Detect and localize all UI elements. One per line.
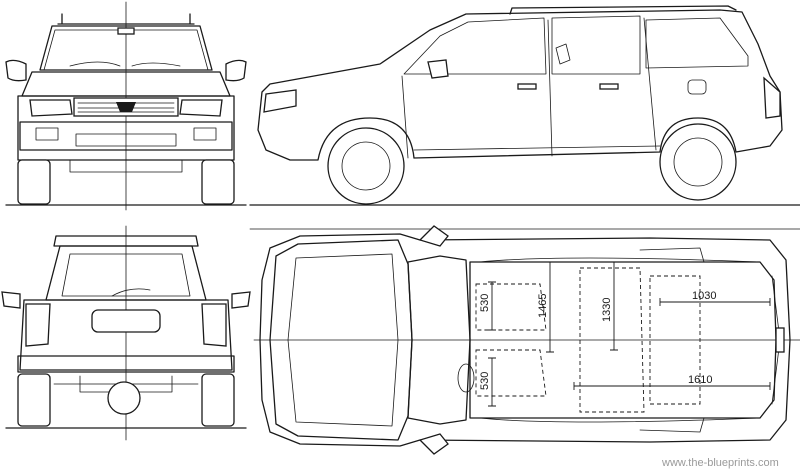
top-front-seat-left	[475, 283, 547, 331]
side-rear-tyre	[659, 123, 737, 201]
side-rear-rim	[673, 137, 723, 187]
top-rear-bench	[579, 267, 645, 413]
front-windshield	[39, 25, 213, 71]
rear-wiper	[111, 288, 151, 297]
dim-label-530-upper: 530	[479, 294, 491, 312]
front-underbody	[69, 159, 183, 173]
front-left-headlight	[29, 99, 73, 117]
side-view	[249, 5, 800, 230]
dim-line-1465	[546, 261, 554, 353]
front-left-mirror	[5, 59, 27, 82]
top-hood-panel	[287, 253, 399, 427]
rear-differential	[107, 381, 141, 415]
dim-line-530-upper	[488, 281, 496, 331]
front-lower-intake	[75, 133, 177, 147]
front-badge	[116, 102, 136, 112]
top-front-seat-right	[475, 349, 547, 397]
top-roof	[469, 261, 777, 419]
dimension-lines	[488, 261, 771, 407]
side-quarter-window	[645, 17, 749, 69]
rear-view	[1, 225, 251, 441]
front-left-tyre	[17, 159, 51, 205]
rear-right-taillight	[201, 303, 227, 347]
rear-right-tyre	[201, 373, 235, 427]
rear-plate-recess	[91, 309, 161, 333]
side-front-door-handle	[517, 83, 537, 90]
front-wipers	[69, 61, 181, 67]
top-windshield	[407, 255, 471, 425]
side-rear-window	[551, 15, 641, 75]
side-front-rim	[341, 141, 391, 191]
rear-bumper	[17, 355, 235, 373]
rear-left-mirror	[1, 291, 21, 309]
top-spare-wheel	[775, 327, 785, 353]
side-sill	[413, 145, 661, 151]
front-right-headlight	[179, 99, 223, 117]
front-body	[17, 95, 235, 161]
dim-label-1465: 1465	[537, 294, 549, 318]
side-roof-rack	[509, 5, 737, 15]
side-front-window	[403, 17, 547, 75]
top-view: 530 1465 1330 1030 530 1610	[253, 225, 800, 455]
rear-window	[61, 253, 191, 297]
front-right-fog	[193, 127, 217, 141]
dim-line-1030	[659, 298, 771, 306]
dim-line-1330	[610, 261, 618, 351]
front-view	[5, 1, 247, 211]
dim-label-530-lower: 530	[479, 372, 491, 390]
watermark: www.the-blueprints.com	[661, 457, 779, 469]
dim-label-1030: 1030	[692, 290, 716, 302]
front-left-fog	[35, 127, 59, 141]
top-steering-wheel	[457, 363, 475, 393]
front-interior-mirror	[117, 27, 135, 35]
dim-line-530-lower	[488, 357, 496, 407]
side-front-tyre	[327, 127, 405, 205]
rear-left-tyre	[17, 373, 51, 427]
side-seat-silhouette	[555, 43, 571, 65]
top-left-mirror	[418, 225, 449, 247]
rear-roof	[53, 235, 199, 247]
side-fuel-cap	[687, 79, 707, 95]
side-mirror	[427, 59, 449, 79]
top-right-mirror	[418, 433, 449, 455]
rear-left-taillight	[25, 303, 51, 347]
top-rear-side-glass	[639, 247, 705, 433]
dim-label-1330: 1330	[601, 298, 613, 322]
rear-body	[19, 299, 233, 371]
side-taillight	[763, 76, 781, 119]
front-bumper	[19, 121, 233, 151]
rear-right-mirror	[231, 291, 251, 309]
top-roof-rails	[479, 257, 761, 423]
dim-line-1610	[573, 382, 771, 390]
front-roof-rack	[57, 13, 195, 25]
side-rear-door-handle	[599, 83, 619, 90]
dim-label-1610: 1610	[688, 374, 712, 386]
front-right-tyre	[201, 159, 235, 205]
side-headlight	[263, 89, 297, 113]
top-cargo-area	[649, 275, 701, 405]
front-right-mirror	[225, 59, 247, 82]
side-door-lines	[401, 17, 657, 159]
